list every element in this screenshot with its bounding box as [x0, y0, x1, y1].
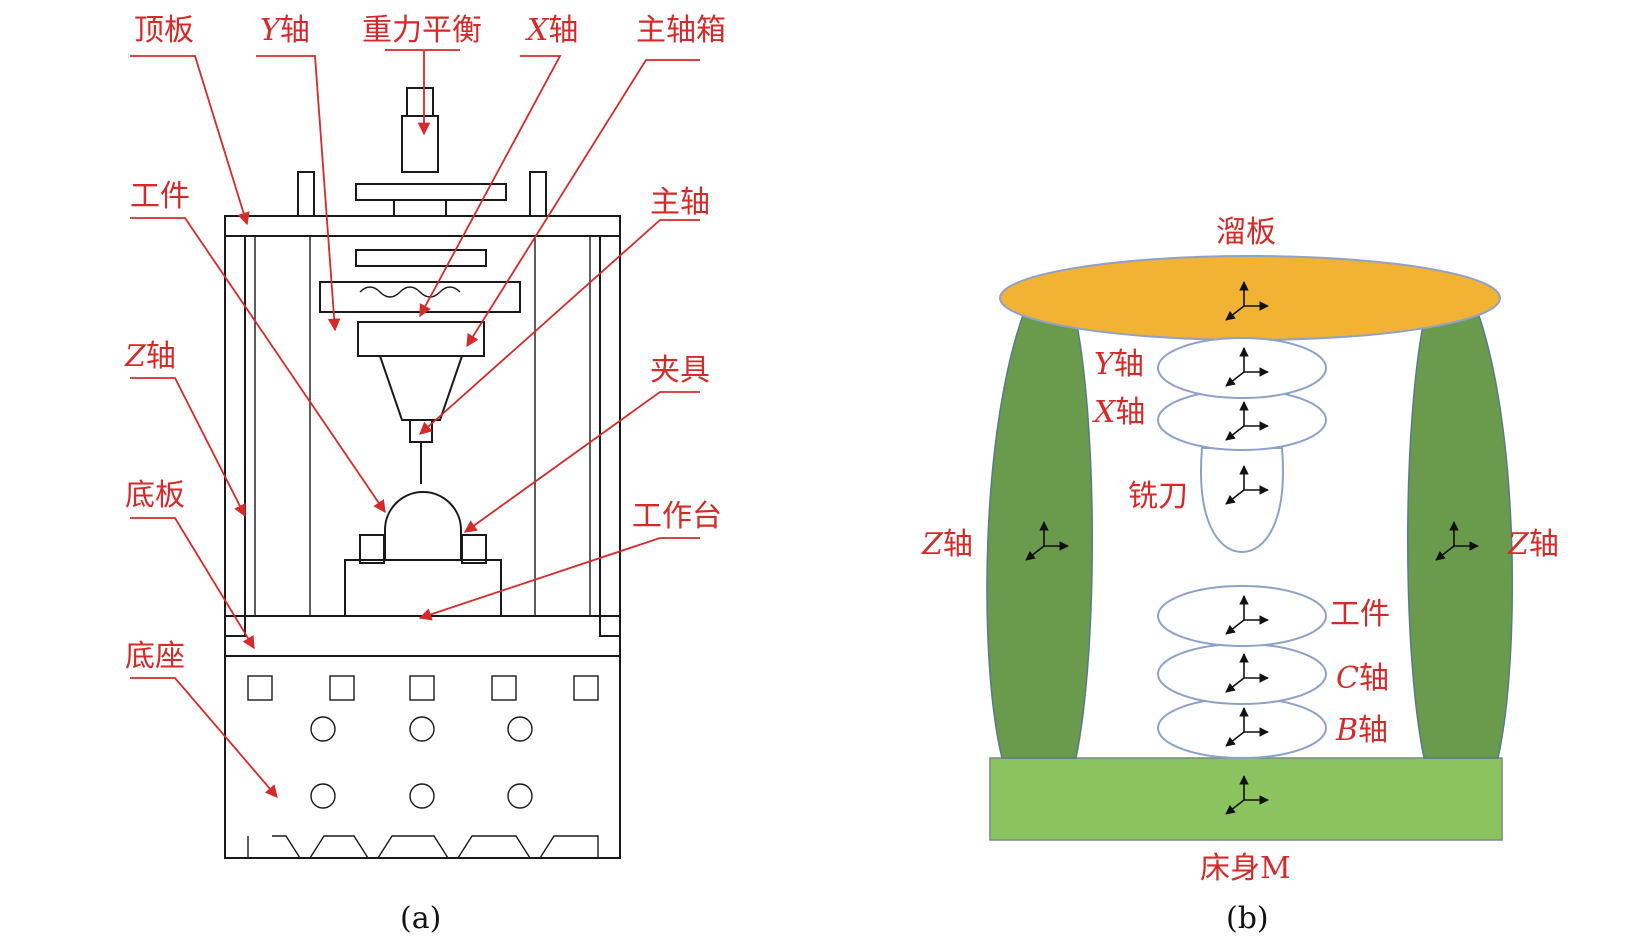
- label-worktable: 工作台: [632, 499, 722, 534]
- base-shape: [224, 656, 621, 859]
- right-post: [529, 171, 547, 217]
- label-z-axis: Z轴: [124, 339, 176, 374]
- base-square-hole: [329, 675, 355, 701]
- base-round-hole: [310, 783, 336, 809]
- bed-block: [989, 757, 1503, 841]
- leader-worktable: [418, 537, 700, 621]
- left-post: [297, 171, 315, 217]
- label-b-axis: B轴: [1335, 713, 1388, 748]
- caption-b: (b): [1226, 901, 1269, 936]
- leader-spindle-box: [466, 59, 700, 348]
- label-b-x-axis: X轴: [1092, 395, 1145, 430]
- base-round-hole: [507, 783, 533, 809]
- y-axis-rail: [319, 281, 521, 313]
- leader-base: [130, 677, 278, 798]
- base-square-hole: [409, 675, 435, 701]
- label-c-axis: C轴: [1336, 661, 1389, 696]
- leader-fixture: [463, 391, 700, 533]
- carriage-ellipse: [999, 255, 1501, 341]
- leader-top-plate: [130, 55, 250, 226]
- leader-x-axis: [419, 55, 562, 318]
- gravity-cylinder-body: [401, 115, 439, 173]
- panel-a-labels: 顶板 Y轴 重力平衡 X轴 主轴箱 工件 主轴 Z轴 夹具 底板 工作台 底座: [124, 13, 726, 674]
- leader-bottom-plate: [130, 517, 255, 650]
- z-axis-left-guide: [254, 235, 311, 617]
- right-column-shape: [599, 235, 621, 637]
- gravity-cylinder-cap: [406, 87, 434, 117]
- gravity-connector: [393, 199, 447, 217]
- worktable-shape: [344, 559, 502, 617]
- panel-b-diagram: [986, 255, 1514, 841]
- leader-z-axis: [130, 377, 246, 518]
- caption-a: (a): [400, 901, 441, 936]
- label-gravity-balance: 重力平衡: [362, 13, 482, 48]
- base-round-hole: [409, 783, 435, 809]
- label-y-axis: Y轴: [260, 13, 310, 48]
- base-round-hole: [507, 716, 533, 742]
- label-b-y-axis: Y轴: [1094, 347, 1144, 382]
- label-base: 底座: [125, 639, 185, 674]
- panel-a-machine-drawing: [224, 87, 621, 859]
- spindle-box-top: [355, 249, 487, 267]
- c-axis-ellipse: [1157, 643, 1327, 705]
- label-x-axis: X轴: [525, 13, 578, 48]
- fixture-right: [461, 534, 487, 564]
- label-spindle-box: 主轴箱: [636, 13, 726, 48]
- leader-spindle: [419, 219, 700, 435]
- panel-a-leaders: [130, 49, 700, 798]
- label-spindle: 主轴: [650, 185, 710, 220]
- z-axis-left-column: [986, 301, 1093, 759]
- b-axis-ellipse: [1157, 697, 1327, 759]
- spindle-nose: [409, 419, 433, 443]
- spindle-box-shape: [357, 321, 485, 357]
- workpiece-arc: [384, 491, 462, 560]
- base-square-hole: [247, 675, 273, 701]
- spindle-cone: [378, 355, 464, 421]
- panel-b-labels: 溜板 Y轴 X轴 铣刀 Z轴 Z轴 工件 C轴 B轴 床身M: [921, 215, 1559, 886]
- label-bed: 床身M: [1200, 851, 1291, 886]
- base-square-hole: [573, 675, 599, 701]
- base-round-hole: [310, 716, 336, 742]
- z-axis-right-column: [1407, 301, 1514, 759]
- label-carriage: 溜板: [1216, 215, 1276, 250]
- x-axis-screw: [359, 286, 461, 298]
- top-plate-shape: [224, 215, 621, 237]
- z-axis-right-guide: [534, 235, 591, 617]
- label-z-right: Z轴: [1507, 527, 1559, 562]
- label-fixture: 夹具: [650, 353, 710, 388]
- base-square-hole: [491, 675, 517, 701]
- label-bottom-plate: 底板: [125, 478, 185, 513]
- label-z-left: Z轴: [921, 527, 973, 562]
- bottom-plate-shape: [224, 615, 621, 657]
- leader-y-axis: [256, 55, 341, 332]
- base-round-hole: [409, 716, 435, 742]
- base-bottom-teeth: [247, 835, 599, 859]
- leader-workpiece: [130, 217, 386, 514]
- label-top-plate: 顶板: [134, 13, 194, 48]
- fixture-left: [359, 534, 385, 564]
- label-milling-cutter: 铣刀: [1128, 479, 1188, 514]
- left-column-shape: [224, 235, 246, 637]
- label-b-workpiece: 工件: [1330, 597, 1390, 632]
- workpiece-ellipse: [1157, 585, 1327, 647]
- milling-cutter-shape: [1200, 447, 1284, 554]
- y-axis-ellipse: [1157, 337, 1327, 399]
- label-workpiece: 工件: [130, 179, 190, 214]
